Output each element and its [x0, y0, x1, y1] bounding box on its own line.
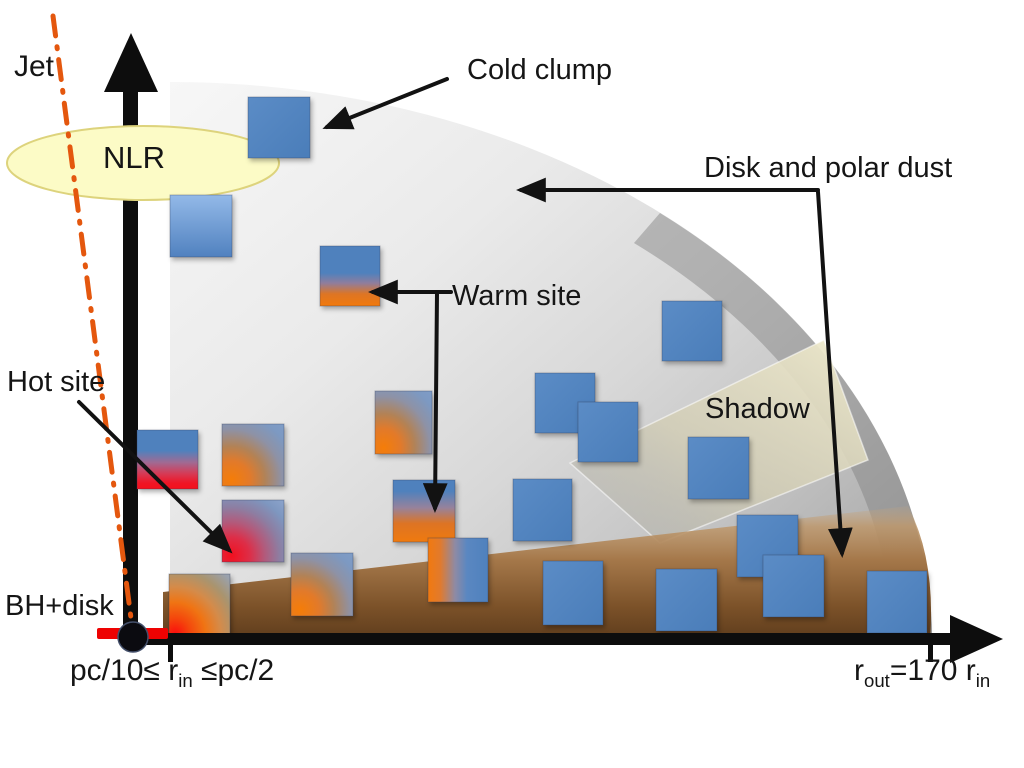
label-outer-radius-text: r: [854, 654, 864, 687]
label-shadow-text: Shadow: [705, 393, 810, 425]
label-outer-radius: rout=170 rin: [854, 655, 990, 691]
label-warm-site: Warm site: [452, 281, 581, 311]
clump-light-blue: [169, 194, 233, 258]
clump-blue-disk-1: [542, 560, 604, 626]
clump-warm-disk-2: [427, 537, 489, 603]
clump-blue-right-3: [762, 554, 825, 618]
outer-radius-tick: [928, 640, 933, 662]
label-warm-site-text: Warm site: [452, 280, 582, 312]
jet-line: [50, 13, 135, 629]
clump-blue-mid-3: [577, 401, 639, 463]
label-cold-clump-text: Cold clump: [467, 54, 613, 86]
clump-hot-target: [221, 499, 285, 563]
horizontal-axis-arrowhead: [950, 615, 1003, 663]
arrow-disk-polar-down: [816, 190, 853, 558]
label-jet: Jet: [14, 51, 54, 83]
arrow-cold-clump: [322, 77, 449, 130]
clump-warm-target: [392, 479, 456, 543]
arrows-layer: [77, 77, 853, 558]
label-nlr: NLR: [103, 140, 166, 175]
clump-blue-upper-right: [661, 300, 723, 362]
label-hot-site-text: Hot site: [7, 366, 106, 398]
clump-blue-disk-3: [866, 570, 928, 634]
clump-cold-top: [247, 96, 311, 159]
label-jet-text: Jet: [14, 50, 55, 83]
clumps-layer: [136, 96, 928, 638]
label-outer-radius-subscript: out: [864, 670, 890, 691]
label-inner-radius-text: ≤pc/2: [192, 654, 275, 687]
label-bh-disk: BH+disk: [5, 591, 114, 621]
label-disk-polar-dust-text: Disk and polar dust: [704, 152, 953, 184]
label-disk-polar-dust: Disk and polar dust: [704, 153, 952, 183]
clump-blue-mid-1: [512, 478, 573, 542]
black-hole-dot: [117, 621, 149, 653]
label-nlr-text: NLR: [103, 140, 166, 175]
inner-radius-tick: [168, 640, 173, 662]
horizontal-axis-shaft: [140, 633, 955, 645]
label-inner-radius-subscript: in: [178, 670, 193, 691]
label-inner-radius: pc/10≤ rin ≤pc/2: [70, 655, 274, 691]
clump-warm-corner-mid: [374, 390, 433, 455]
clump-bh-hot: [168, 573, 231, 638]
clump-warm-disk-1: [290, 552, 354, 617]
label-outer-radius-subscript: in: [975, 670, 991, 691]
arrow-hot-site: [77, 400, 233, 554]
label-inner-radius-text: pc/10≤ r: [70, 654, 179, 687]
label-bh-disk-text: BH+disk: [5, 590, 114, 622]
vertical-axis-shaft: [123, 72, 138, 643]
vertical-axis-arrowhead: [104, 33, 158, 92]
label-outer-radius-text: =170 r: [889, 654, 976, 687]
clump-blue-right-1: [687, 436, 750, 500]
arrow-warm-down: [422, 291, 448, 513]
clump-warm-upper: [319, 245, 381, 307]
label-hot-site: Hot site: [7, 367, 105, 397]
clump-hot-left: [136, 429, 199, 490]
label-cold-clump: Cold clump: [467, 55, 612, 85]
clump-warm-corner-left: [221, 423, 285, 487]
clump-blue-disk-2: [655, 568, 718, 632]
label-shadow: Shadow: [705, 394, 810, 424]
